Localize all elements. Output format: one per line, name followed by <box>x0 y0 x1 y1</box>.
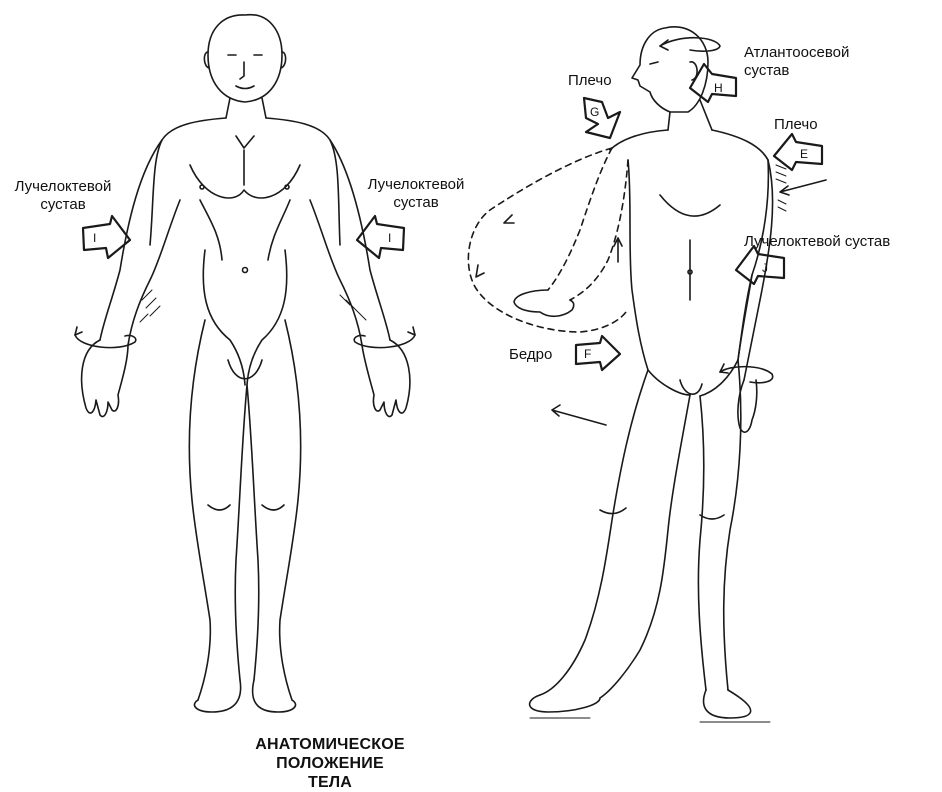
side-torso <box>628 160 768 370</box>
upward-arrow <box>614 238 622 262</box>
badge-letter-H: H <box>714 81 723 95</box>
front-feet <box>194 680 295 712</box>
badge-letter-F: F <box>584 347 591 361</box>
label-radioulnar-left: Лучелоктевой сустав <box>8 178 118 214</box>
front-ears <box>204 52 285 68</box>
label-shoulder-right: Плечо <box>774 116 818 134</box>
front-neck <box>226 98 266 118</box>
front-legs <box>189 320 300 700</box>
label-shoulder-left: Плечо <box>568 72 612 90</box>
label-radioulnar-left-line1: Лучелоктевой <box>8 178 118 196</box>
side-shoulders <box>610 130 768 160</box>
label-radioulnar-right: Лучелоктевой сустав <box>352 176 480 212</box>
front-hand-right <box>362 340 410 417</box>
front-nipple-right <box>285 185 289 189</box>
caption-line2: ПОЛОЖЕНИЕ ТЕЛА <box>255 754 405 792</box>
side-figure <box>468 27 772 722</box>
side-hand-raised <box>514 290 574 316</box>
circumduction-arrow <box>476 265 484 277</box>
badge-G: G <box>584 98 620 138</box>
front-arm-right <box>310 140 390 345</box>
label-hip: Бедро <box>509 346 552 364</box>
front-hatching <box>140 290 366 322</box>
rotation-arrow-right-wrist <box>354 335 415 348</box>
label-radioulnar-side: Лучелоктевой сустав <box>744 233 890 251</box>
side-legs <box>540 360 741 698</box>
caption-anatomical-position: АНАТОМИЧЕСКОЕ ПОЛОЖЕНИЕ ТЕЛА <box>255 735 405 792</box>
side-feet <box>530 690 751 718</box>
badge-letter-J: J <box>762 261 768 275</box>
label-radioulnar-right-line1: Лучелоктевой <box>352 176 480 194</box>
badge-J: J <box>736 246 784 284</box>
side-raised-arm <box>548 148 628 300</box>
front-pelvis <box>203 250 287 385</box>
badge-letter-I-right: I <box>388 231 391 245</box>
badge-F: F <box>576 336 620 370</box>
front-nipple-left <box>200 185 204 189</box>
head-rotation-arrow <box>660 38 720 51</box>
side-pelvis <box>648 360 738 396</box>
side-eye <box>650 62 658 64</box>
label-atlantoaxial-line1: Атлантоосевой <box>744 44 849 62</box>
side-knees <box>600 508 724 519</box>
front-face <box>228 55 262 89</box>
badge-letter-E: E <box>800 147 808 161</box>
front-hand-left <box>82 340 128 417</box>
front-figure <box>82 15 410 712</box>
front-wrist-arrows <box>75 327 415 348</box>
label-atlantoaxial: Атлантоосевой сустав <box>744 44 849 80</box>
front-torso <box>150 118 340 245</box>
front-knees <box>208 505 284 510</box>
badge-letter-I-left: I <box>93 231 96 245</box>
rotation-arrow-left-wrist <box>75 335 136 348</box>
label-radioulnar-right-line2: сустав <box>352 194 480 212</box>
caption-line1: АНАТОМИЧЕСКОЕ <box>255 735 405 754</box>
front-navel <box>243 268 248 273</box>
label-radioulnar-left-line2: сустав <box>8 196 118 214</box>
shoulder-arrow <box>780 180 826 195</box>
hip-arrow <box>552 405 606 425</box>
side-neck <box>668 100 712 130</box>
label-atlantoaxial-line2: сустав <box>744 62 849 80</box>
badge-letter-G: G <box>590 105 599 119</box>
side-arrows <box>552 38 826 425</box>
front-chest <box>190 136 300 260</box>
front-arm-left <box>100 140 180 345</box>
badge-E: E <box>774 134 822 170</box>
circumduction-path <box>468 148 626 332</box>
